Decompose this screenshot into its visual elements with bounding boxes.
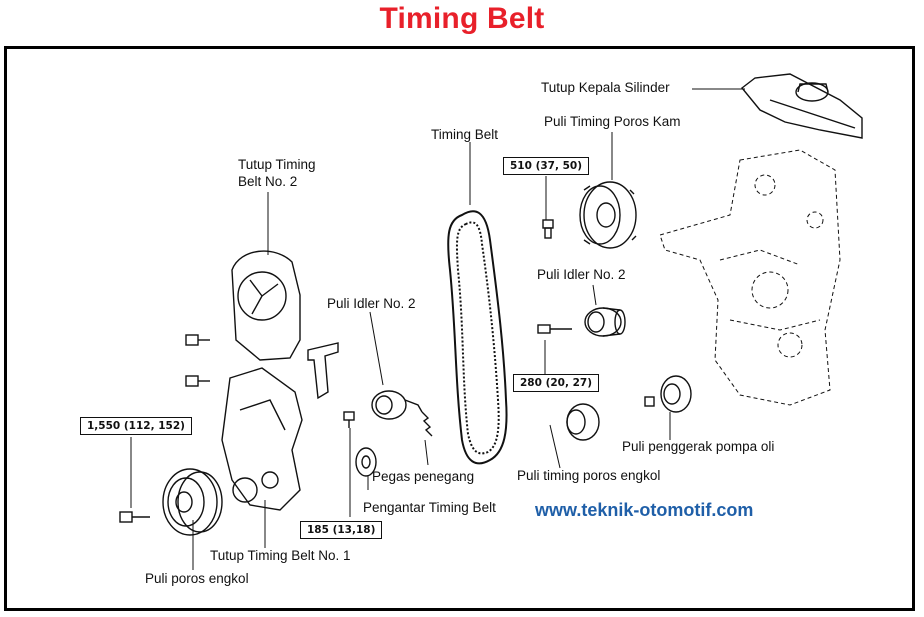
label-timing-cover-no2-line1: Tutup Timing	[238, 157, 316, 172]
label-timing-cover-no2-line2: Belt No. 2	[238, 174, 298, 189]
cam-bolt	[542, 219, 554, 239]
crank-timing-pulley	[566, 403, 600, 441]
diagram-frame	[4, 46, 915, 611]
torque-spec-idler-bolt: 280 (20, 27)	[513, 374, 600, 392]
belt-guide	[355, 447, 377, 477]
label-crank-timing-pulley: Puli timing poros engkol	[517, 468, 661, 483]
label-timing-belt: Timing Belt	[431, 127, 499, 142]
leader-lines	[130, 88, 745, 570]
label-idler-pulley-right: Puli Idler No. 2	[537, 267, 626, 282]
crankshaft-pulley	[162, 468, 223, 536]
idler-bolt	[537, 324, 572, 334]
camshaft-timing-pulley	[579, 181, 637, 249]
torque-spec-tensioner-bolt: 185 (13,18)	[300, 521, 383, 539]
timing-cover-no2	[185, 250, 301, 387]
cylinder-head-cover	[741, 73, 863, 139]
label-cylinder-head-cover: Tutup Kepala Silinder	[541, 80, 670, 95]
label-idler-pulley-left: Puli Idler No. 2	[327, 296, 416, 311]
label-crankshaft-pulley: Puli poros engkol	[145, 571, 249, 586]
idler-pulley-right	[584, 307, 626, 337]
page-title: Timing Belt	[379, 2, 545, 35]
idler-pulley-left	[371, 390, 433, 437]
timing-cover-no1	[221, 367, 303, 511]
oil-pump-pulley	[644, 375, 692, 413]
website-url: www.teknik-otomotif.com	[535, 500, 754, 520]
torque-spec-crank-bolt: 1,550 (112, 152)	[80, 417, 192, 435]
label-belt-guide: Pengantar Timing Belt	[363, 500, 496, 515]
bracket	[307, 342, 339, 400]
label-timing-cover-no1: Tutup Timing Belt No. 1	[210, 548, 351, 563]
tensioner-bolt	[343, 411, 355, 428]
label-tension-spring: Pegas penegang	[372, 469, 475, 484]
label-camshaft-pulley: Puli Timing Poros Kam	[544, 114, 681, 129]
engine-block	[659, 149, 841, 406]
timing-belt-loop	[447, 210, 508, 465]
torque-spec-cam-bolt: 510 (37, 50)	[503, 157, 590, 175]
crank-bolt	[119, 511, 150, 523]
label-oil-pump-pulley: Puli penggerak pompa oli	[622, 439, 775, 454]
